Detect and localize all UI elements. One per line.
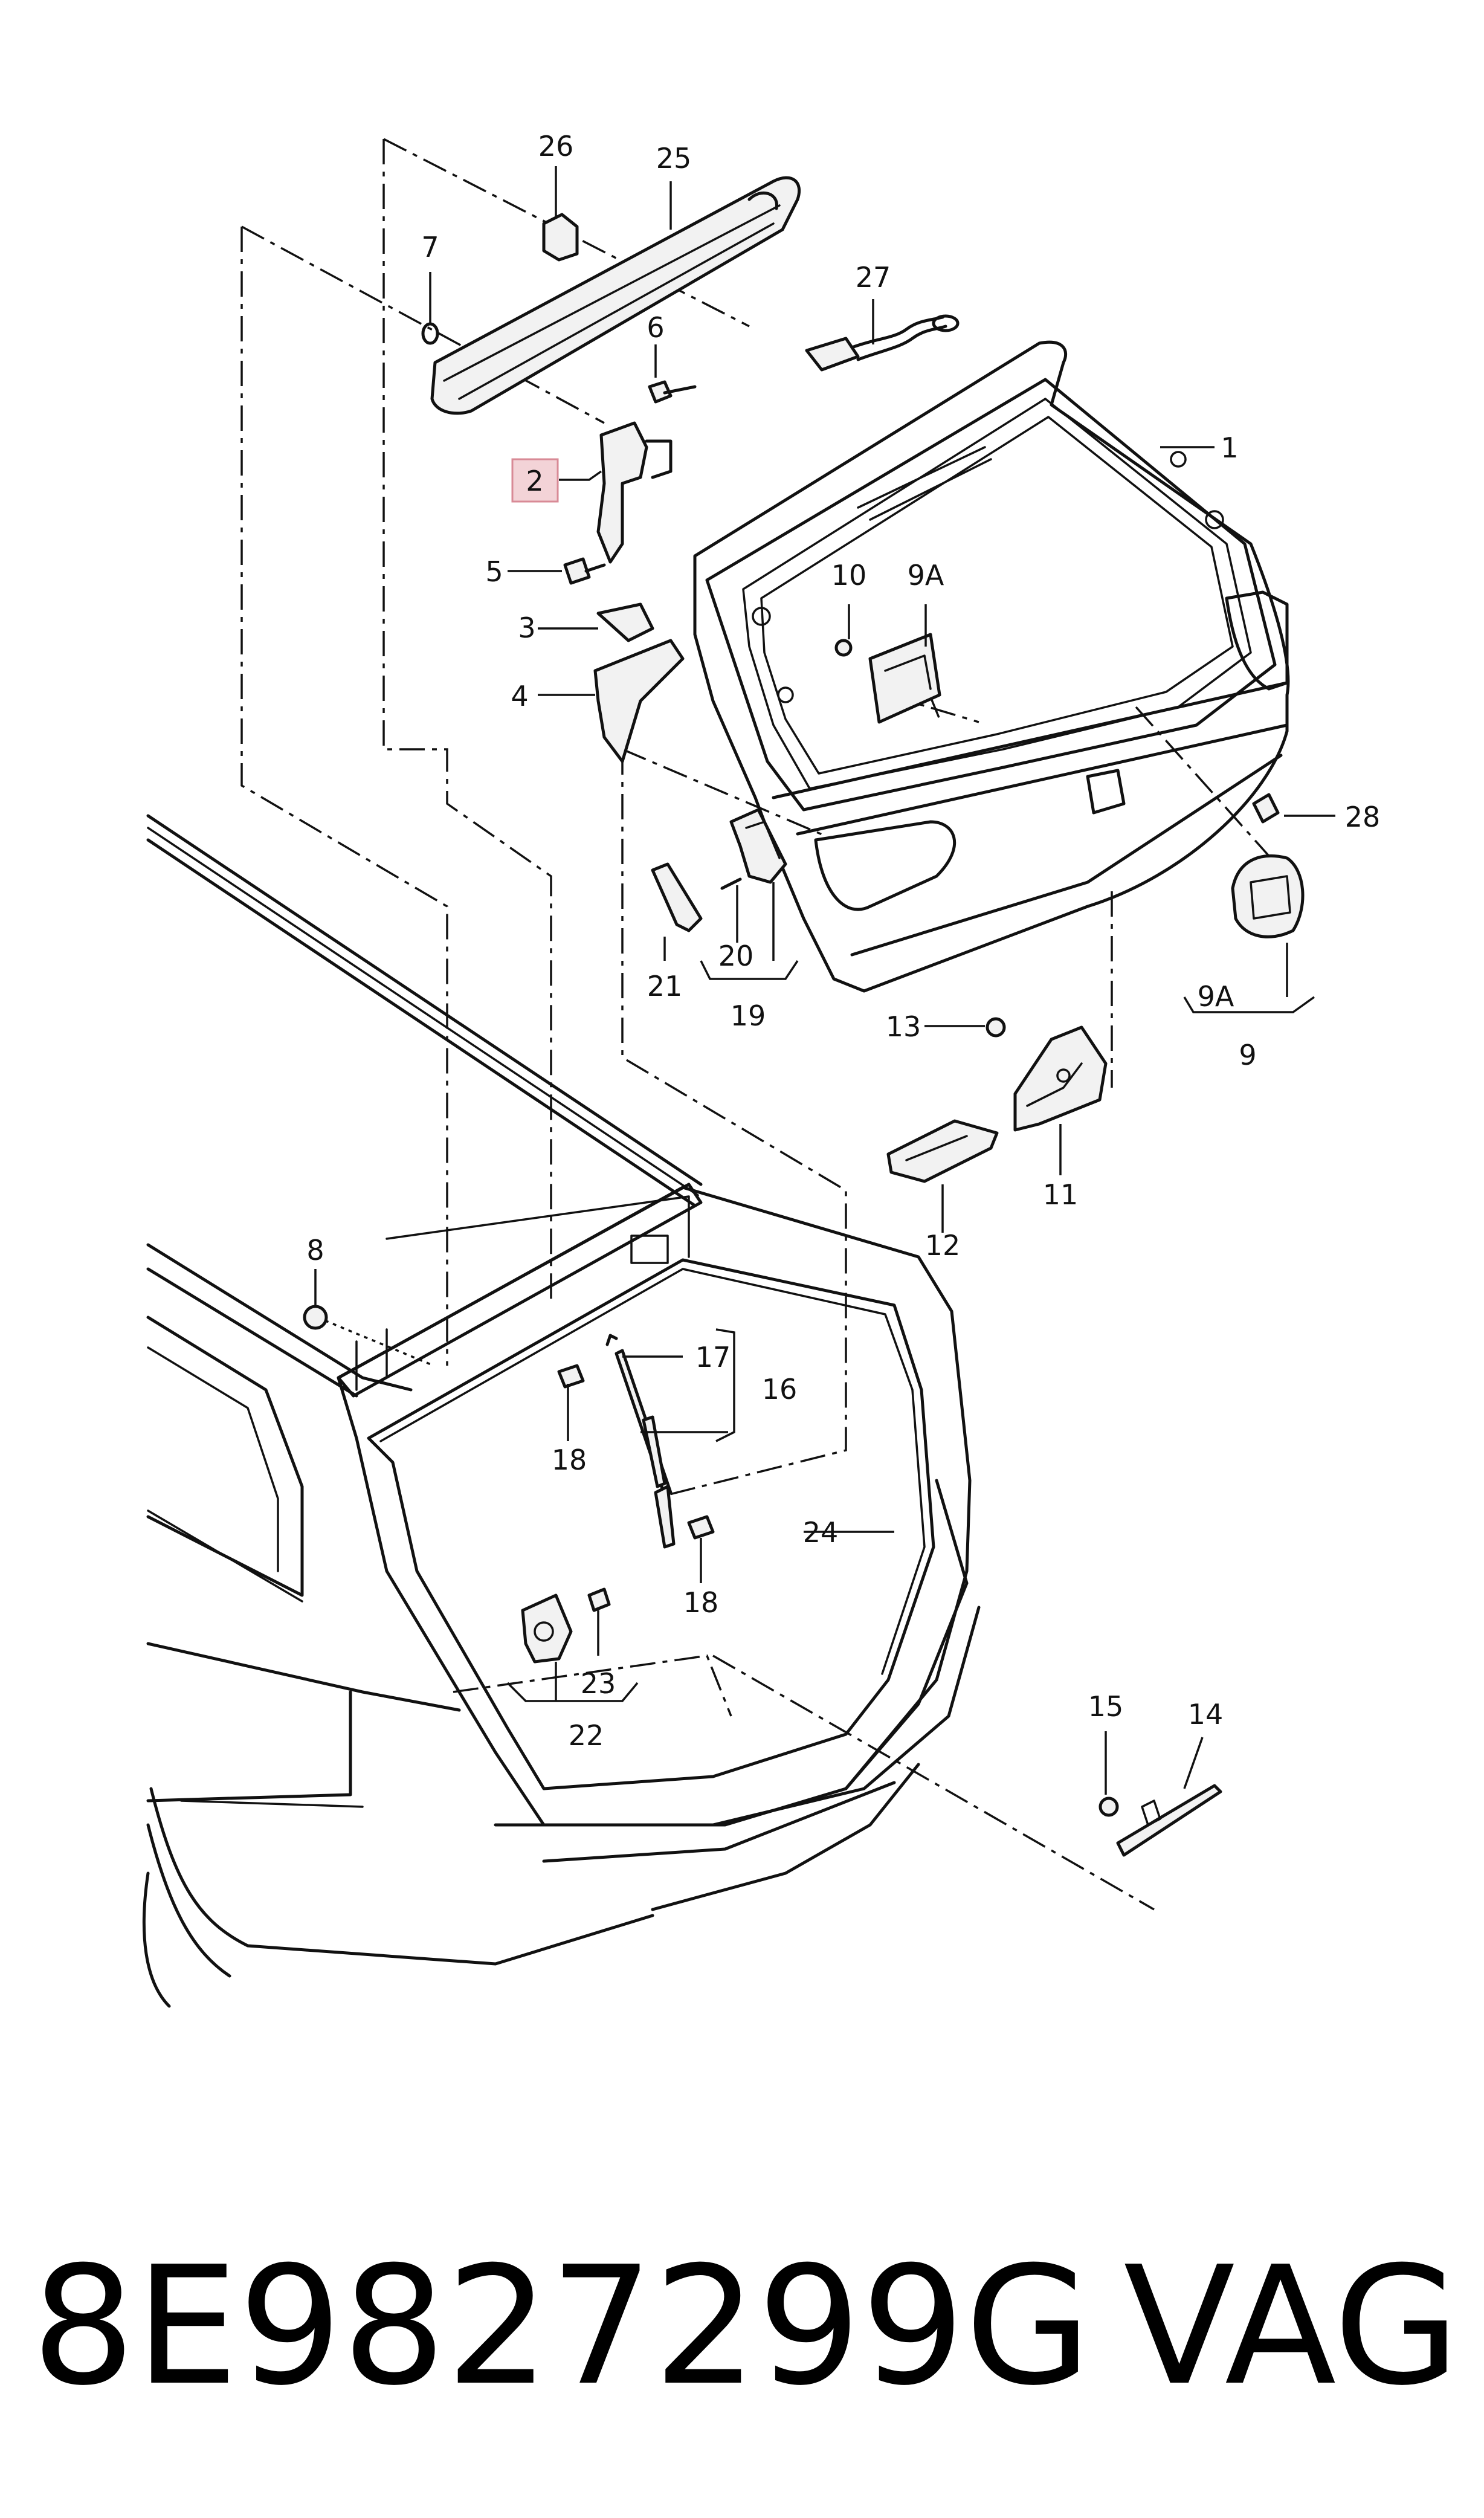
callout-7[interactable]: 7	[421, 231, 439, 263]
callout-26[interactable]: 26	[538, 130, 574, 163]
callout-23[interactable]: 23	[581, 1667, 616, 1700]
callout-9a-lower[interactable]: 9A	[1198, 980, 1234, 1013]
callout-2[interactable]: 2	[526, 465, 543, 497]
callout-21[interactable]: 21	[647, 970, 683, 1002]
part-number-label: 8E9827299G	[31, 2231, 1092, 2421]
callout-1[interactable]: 1	[1221, 431, 1238, 464]
callout-8[interactable]: 8	[306, 1234, 324, 1267]
highlighted-callout-box	[511, 458, 559, 503]
callout-13[interactable]: 13	[886, 1010, 921, 1043]
callout-labels: 1 2 3 4 5 6 7 8 9 9A 9A 10 11 12 13 14 1…	[306, 130, 1380, 1752]
callout-25[interactable]: 25	[656, 142, 692, 175]
callout-3[interactable]: 3	[518, 612, 535, 644]
assembly-guide-lines	[240, 138, 1288, 1911]
callout-4[interactable]: 4	[511, 680, 528, 712]
callout-9[interactable]: 9	[1239, 1039, 1256, 1071]
callout-18-lower[interactable]: 18	[683, 1586, 719, 1619]
callout-12[interactable]: 12	[925, 1229, 961, 1262]
tailgate-assembly	[693, 340, 1290, 993]
callout-10[interactable]: 10	[831, 559, 867, 592]
callout-18-upper[interactable]: 18	[552, 1444, 587, 1476]
callout-20[interactable]: 20	[718, 940, 754, 972]
callout-17[interactable]: 17	[695, 1341, 731, 1374]
brand-label: VAG	[1123, 2231, 1460, 2421]
callout-16[interactable]: 16	[762, 1373, 798, 1406]
callout-5[interactable]: 5	[485, 555, 503, 588]
callout-14[interactable]: 14	[1188, 1698, 1224, 1731]
callout-15[interactable]: 15	[1088, 1690, 1124, 1723]
car-body-outline	[142, 814, 981, 2008]
callout-27[interactable]: 27	[856, 261, 891, 294]
callout-22[interactable]: 22	[569, 1719, 604, 1752]
callout-9a-upper[interactable]: 9A	[908, 559, 944, 592]
callout-leader-lines	[314, 166, 1335, 1795]
callout-6[interactable]: 6	[647, 311, 664, 344]
roof-spoiler-part-25	[430, 176, 801, 415]
callout-28[interactable]: 28	[1345, 801, 1381, 833]
small-parts	[303, 213, 1305, 1857]
callout-11[interactable]: 11	[1043, 1178, 1079, 1211]
callout-24[interactable]: 24	[803, 1516, 839, 1549]
callout-19[interactable]: 19	[731, 999, 766, 1032]
